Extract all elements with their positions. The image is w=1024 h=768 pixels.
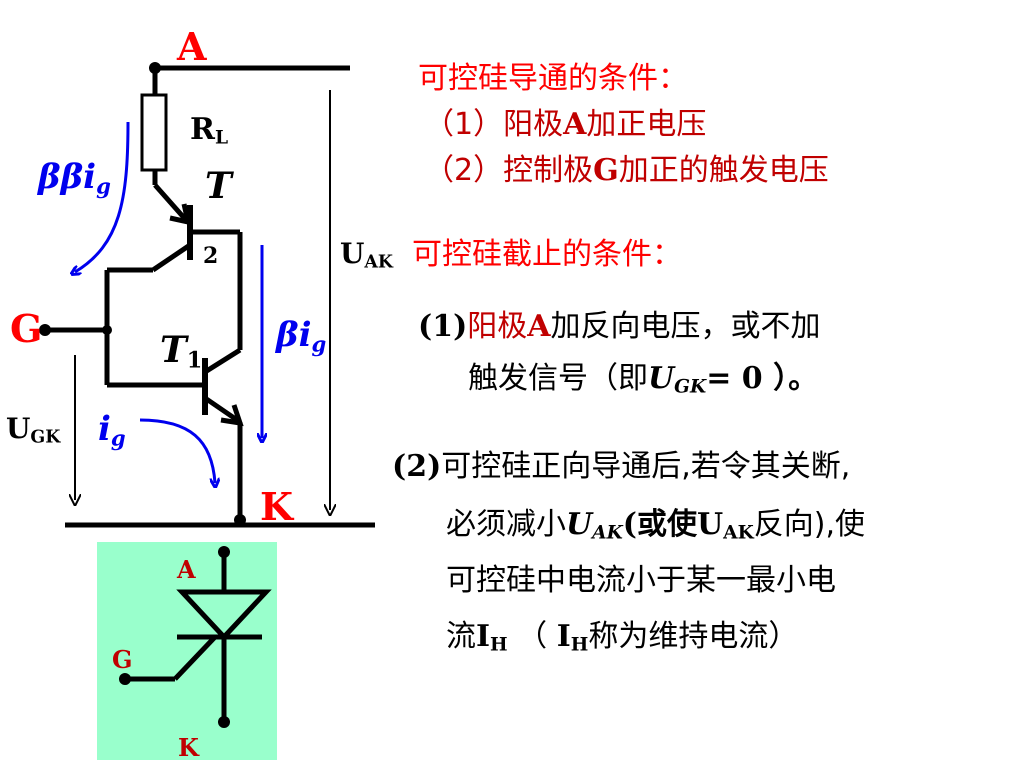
symbol-label-g: G (112, 645, 133, 674)
t2-emitter (153, 183, 188, 222)
off-condition-2-line4: 流IH （ IH称为维持电流） (446, 619, 799, 656)
symbol-label-a: A (177, 555, 196, 584)
circuit-label-k: K (260, 484, 294, 529)
circuit-label-a: A (177, 24, 207, 69)
thyristor-symbol (119, 546, 272, 728)
gate-node (39, 324, 51, 336)
off-condition-2-line2: 必须减小UAK(或使UAK反向),使 (446, 507, 865, 544)
off-conditions-title: 可控硅截止的条件： (412, 237, 682, 272)
circuit-label-rl: RL (190, 112, 229, 149)
circuit-label-b-ig: βig (276, 315, 327, 357)
on-condition-1: （1）阳极A加正电压 (424, 107, 707, 142)
circuit-label-t2: T (205, 165, 232, 207)
circuit-label-uak: UAK (340, 237, 393, 273)
on-conditions-title: 可控硅导通的条件： (418, 61, 688, 96)
t1-emitter (203, 395, 242, 425)
ig-current-arrow (139, 418, 215, 483)
off-condition-2-line3: 可控硅中电流小于某一最小电 (446, 563, 836, 598)
circuit-label-t2-sub: 2 (203, 243, 219, 269)
thyristor-symbol-panel (97, 542, 277, 760)
circuit-label-ig: ig (98, 409, 126, 451)
off-condition-1-line1: (1)阳极A加反向电压，或不加 (418, 309, 821, 344)
bb-ig-current-arrow (75, 121, 130, 272)
off-condition-1-line2: 触发信号（即UGK= 0 ）。 (468, 361, 819, 398)
load-resistor (140, 93, 168, 172)
circuit-label-t1: T1 (160, 329, 203, 374)
circuit-label-ugk: UGK (6, 412, 61, 448)
cathode-node (234, 514, 246, 526)
off-condition-2-line1: (2)可控硅正向导通后,若令其关断, (392, 449, 851, 484)
circuit-label-g: G (10, 306, 43, 351)
on-condition-2: （2）控制极G加正的触发电压 (424, 153, 829, 188)
symbol-label-k: K (178, 733, 199, 762)
circuit-label-bb-ig: ββig (38, 157, 111, 199)
